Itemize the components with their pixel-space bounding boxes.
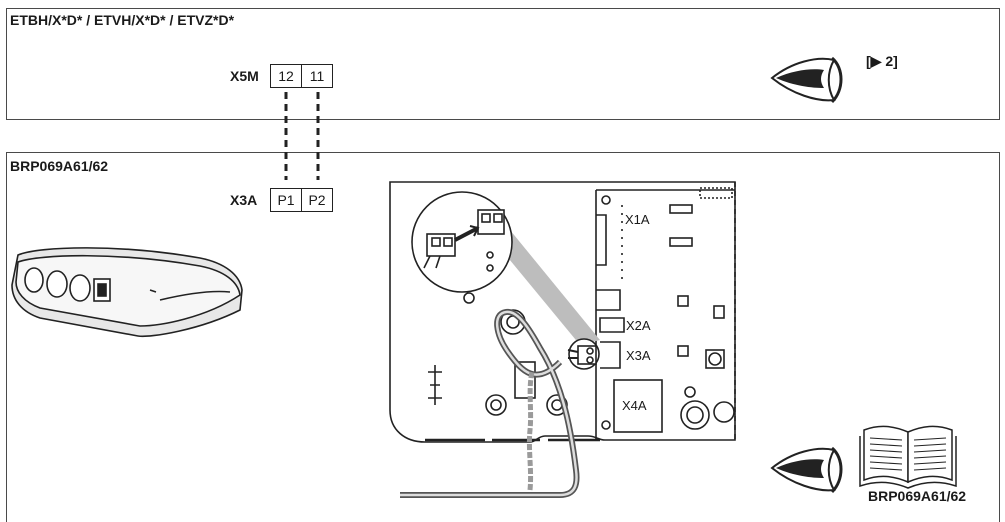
page-reference: [▶ 2] <box>866 53 898 69</box>
x3a-terminal-label: X3A <box>230 192 258 208</box>
top-unit-frame <box>6 8 1000 120</box>
board-label-x1a: X1A <box>625 212 650 227</box>
top-unit-title: ETBH/X*D* / ETVH/X*D* / ETVZ*D* <box>10 12 235 28</box>
bottom-unit-title: BRP069A61/62 <box>10 158 109 174</box>
board-label-x3a: X3A <box>626 348 651 363</box>
bottom-unit-frame <box>6 152 1000 522</box>
eye-icon <box>770 446 843 494</box>
terminal-12: 12 <box>270 64 302 88</box>
cable <box>400 308 580 498</box>
terminal-11: 11 <box>301 64 333 88</box>
x5m-terminal-label: X5M <box>230 68 259 84</box>
board-label-x2a: X2A <box>626 318 651 333</box>
eye-icon <box>770 56 843 104</box>
manual-label: BRP069A61/62 <box>868 488 967 504</box>
adapter-device-icon <box>11 247 243 338</box>
board-label-x4a: X4A <box>622 398 647 413</box>
pcb-board <box>389 181 736 443</box>
terminal-p1: P1 <box>270 188 302 212</box>
manual-book-icon <box>859 425 957 489</box>
terminal-p2: P2 <box>301 188 333 212</box>
